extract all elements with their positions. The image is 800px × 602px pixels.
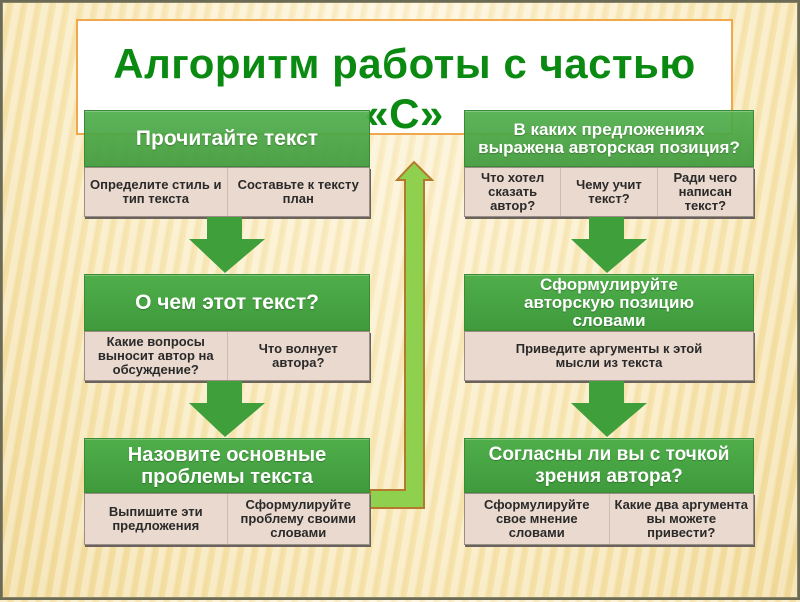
step-details: Что хотел сказать автор? Чему учит текст… (464, 167, 754, 217)
detail-cell: Что хотел сказать автор? (481, 170, 545, 213)
detail-cell: Что волнует автора? (226, 332, 370, 380)
l-arrow-shape (369, 160, 435, 509)
step-box-problems: Назовите основные проблемы текста Выпиши… (84, 438, 370, 545)
detail-cell: Ради чего написан текст? (656, 168, 753, 216)
step-box-position: В каких предложениях выражена авторская … (464, 110, 754, 217)
down-arrow-icon (189, 217, 265, 273)
detail-cell: Составьте к тексту план (226, 168, 370, 216)
step-details: Сформулируйте свое мнение словами Какие … (464, 493, 754, 545)
down-arrow-icon (571, 381, 647, 437)
detail-cell: Сформулируйте свое мнение словами (484, 497, 590, 540)
detail-cell: Выпишите эти предложения (108, 504, 203, 533)
step-details: Приведите аргументы к этой мысли из текс… (464, 331, 754, 381)
down-arrow-icon (571, 217, 647, 273)
step-details: Какие вопросы выносит автор на обсуждени… (84, 331, 370, 381)
step-box-about: О чем этот текст? Какие вопросы выносит … (84, 274, 370, 381)
slide-title: Алгоритм работы с частью «С» (113, 40, 696, 137)
down-arrow-icon (189, 381, 265, 437)
detail-cell: Сформулируйте проблему своими словами (226, 494, 370, 544)
step-header: Прочитайте текст (84, 110, 370, 167)
detail-cell: Какие вопросы выносит автор на обсуждени… (97, 334, 214, 377)
step-header: Назовите основные проблемы текста (84, 438, 370, 493)
detail-cell: Определите стиль и тип текста (89, 177, 222, 206)
step-details: Определите стиль и тип текста Составьте … (84, 167, 370, 217)
step-box-read: Прочитайте текст Определите стиль и тип … (84, 110, 370, 217)
step-box-agree: Согласны ли вы с точкой зрения автора? С… (464, 438, 754, 545)
step-details: Выпишите эти предложения Сформулируйте п… (84, 493, 370, 545)
detail-cell: Чему учит текст? (560, 168, 656, 216)
step-box-formulate: Сформулируйте авторскую позицию словами … (464, 274, 754, 381)
step-header: Сформулируйте авторскую позицию словами (464, 274, 754, 331)
step-header: О чем этот текст? (84, 274, 370, 331)
step-header: Согласны ли вы с точкой зрения автора? (464, 438, 754, 493)
step-header: В каких предложениях выражена авторская … (464, 110, 754, 167)
detail-cell: Приведите аргументы к этой мысли из текс… (515, 341, 703, 370)
detail-cell: Какие два аргумента вы можете привести? (608, 494, 754, 544)
